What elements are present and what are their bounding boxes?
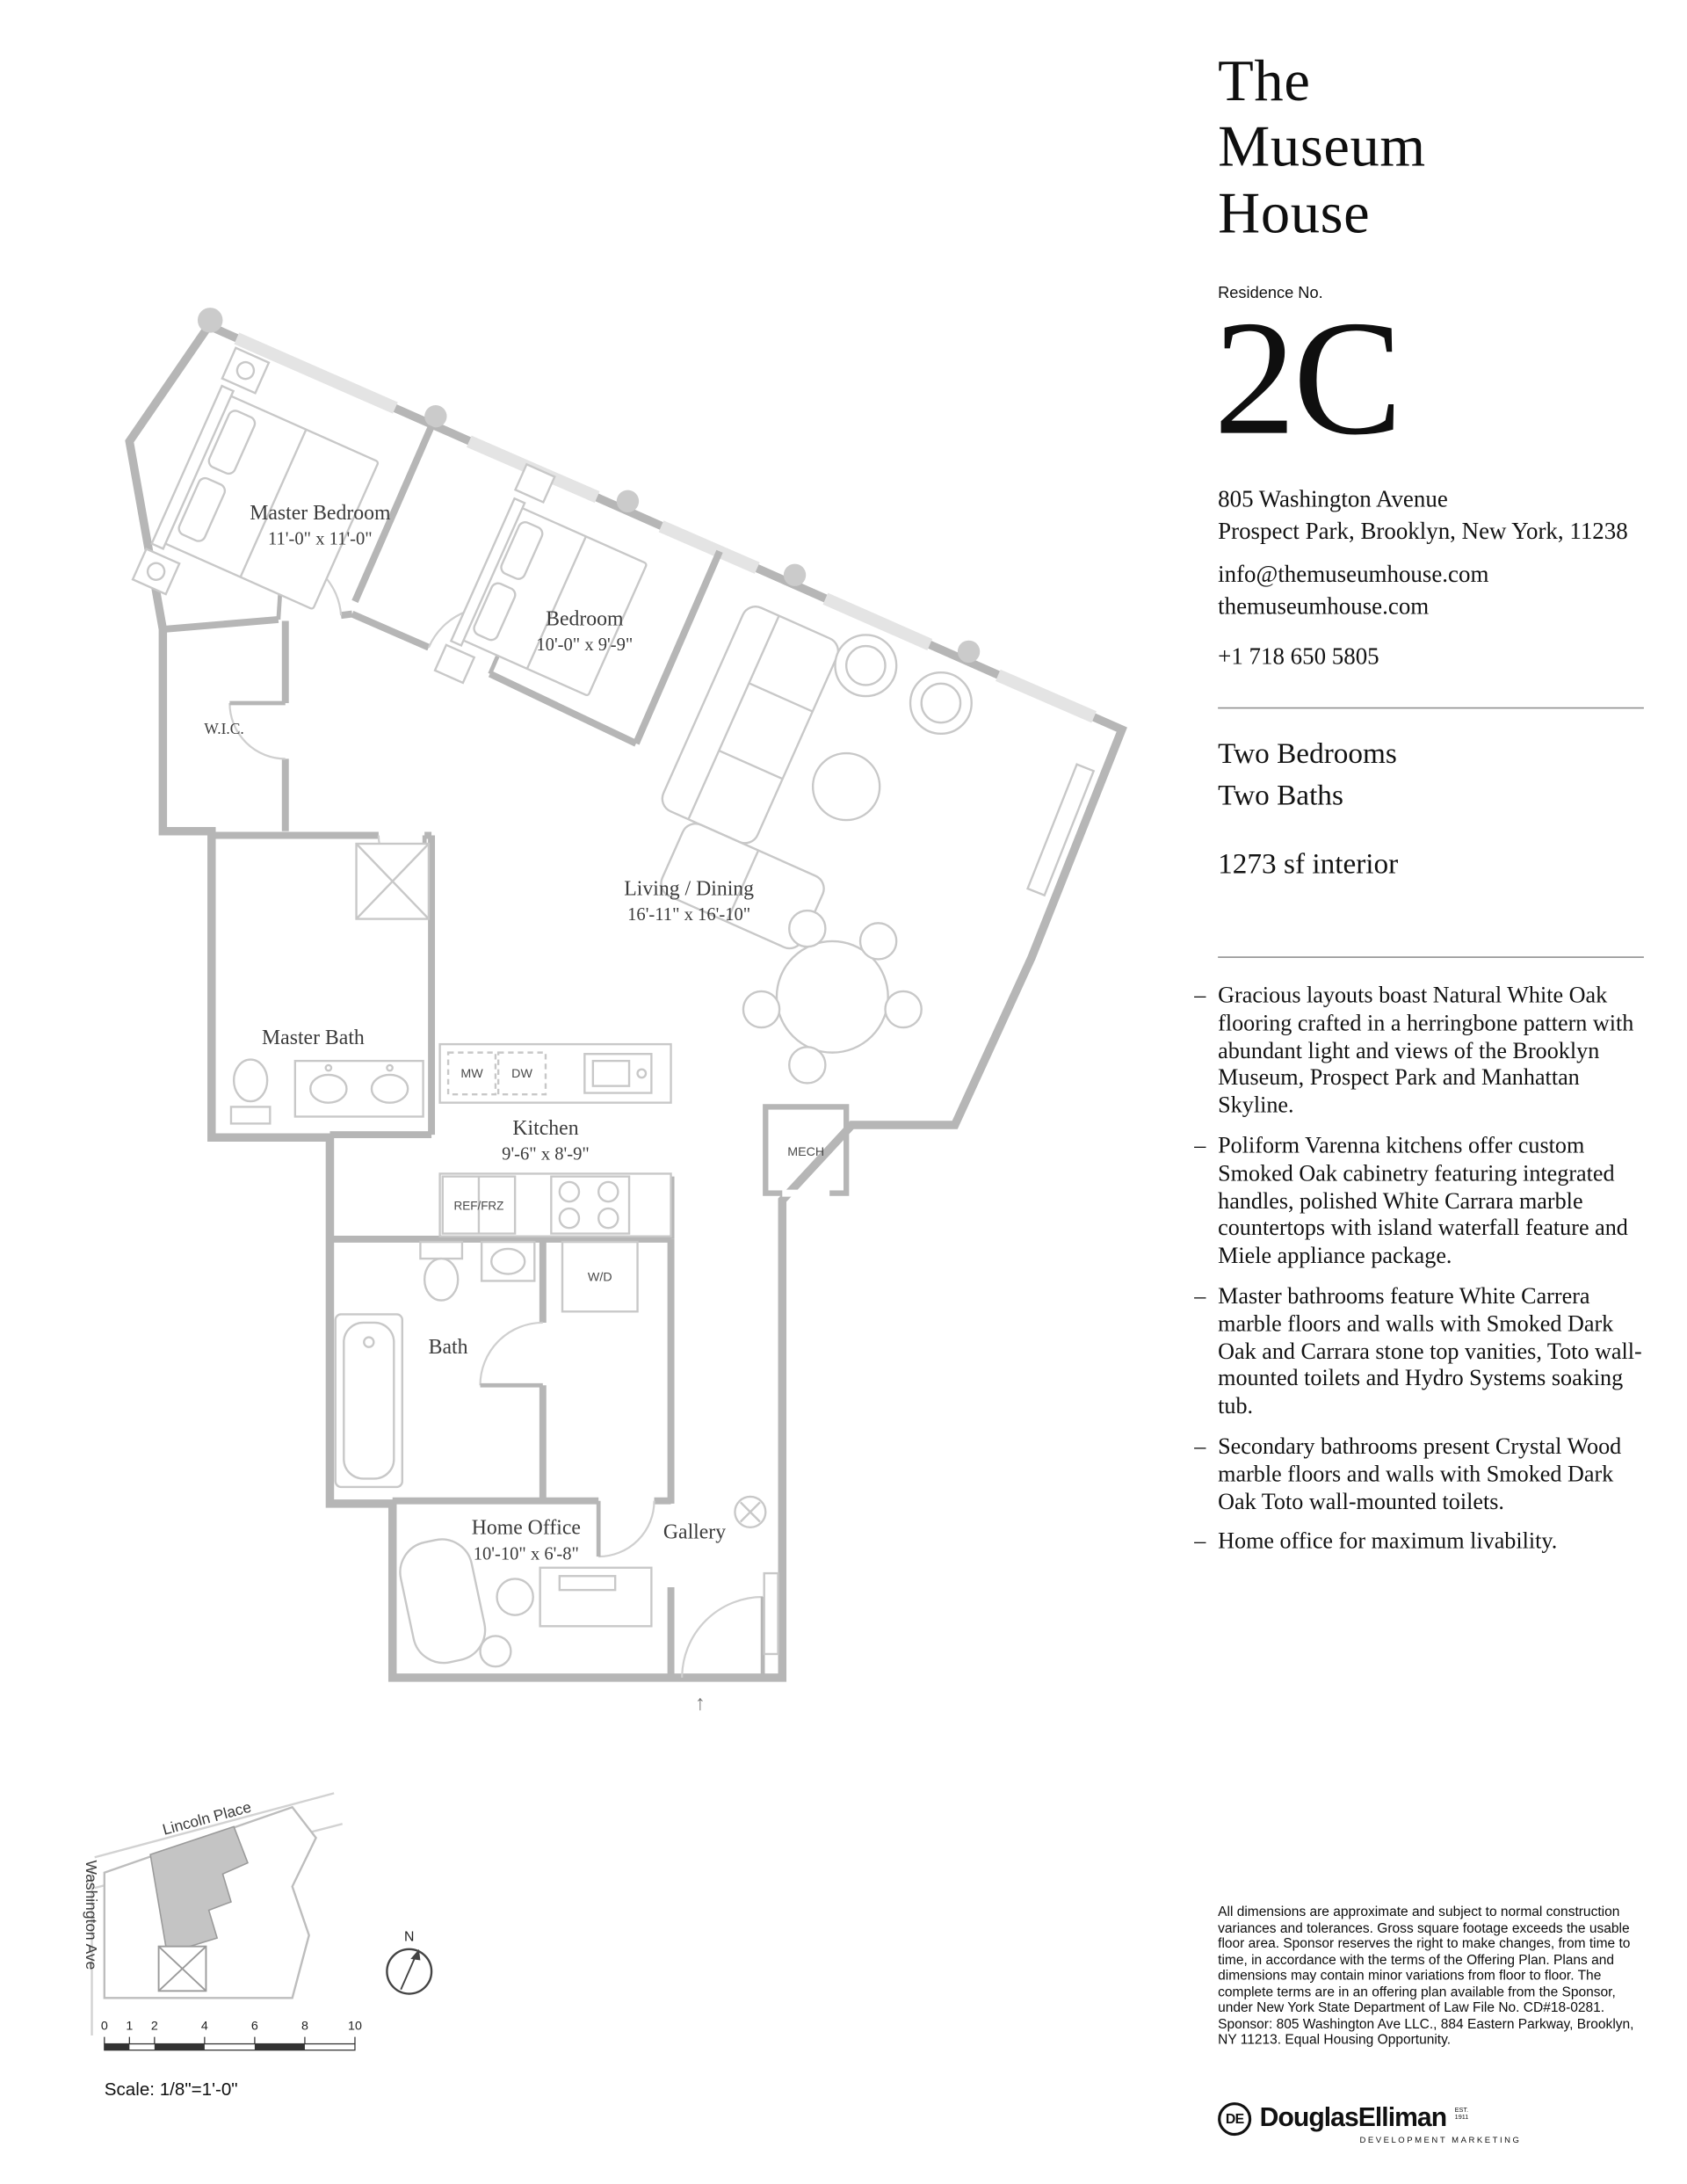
- divider-top: [1218, 707, 1644, 709]
- room-dims-home-office: 10'-10" x 6'-8": [474, 1544, 579, 1564]
- contact-phone: +1 718 650 5805: [1218, 642, 1379, 670]
- fixture-label-mech: MECH: [787, 1145, 824, 1159]
- room-dims-kitchen: 9'-6" x 8'-9": [502, 1145, 590, 1165]
- washer-dryer-box: [561, 1240, 639, 1313]
- feature-text: Home office for maximum livability.: [1218, 1527, 1558, 1555]
- contact-block: info@themuseumhouse.com themuseumhouse.c…: [1218, 560, 1488, 624]
- home-office-furniture: [399, 1538, 653, 1668]
- bath-fixtures: [334, 1240, 536, 1489]
- de-monogram-icon: DE: [1218, 2102, 1252, 2137]
- room-label-gallery: Gallery: [663, 1520, 726, 1543]
- sofa: [660, 606, 840, 950]
- fixture-label-mw: MW: [460, 1067, 483, 1081]
- master-bath-fixtures: [229, 842, 431, 1125]
- info-panel: The Museum House Residence No. 2C 805 Wa…: [1194, 0, 1644, 2183]
- scale-tick-6: 6: [251, 2020, 258, 2034]
- scale-tick-8: 8: [301, 2020, 308, 2034]
- feature-item: – Home office for maximum livability.: [1194, 1527, 1644, 1555]
- scale-label: Scale: 1/8"=1'-0": [105, 2079, 238, 2100]
- room-dims-master-bedroom: 11'-0" x 11'-0": [268, 529, 373, 548]
- bullet-dash: –: [1194, 1527, 1206, 1555]
- feature-text: Poliform Varenna kitchens offer custom S…: [1218, 1131, 1628, 1269]
- fixture-label-dw: DW: [511, 1067, 532, 1081]
- building-title-line3: House: [1218, 182, 1371, 247]
- bullet-dash: –: [1194, 1131, 1206, 1158]
- summary-area: 1273 sf interior: [1218, 846, 1399, 881]
- building-title: The Museum House: [1218, 50, 1426, 249]
- summary-baths: Two Baths: [1218, 778, 1343, 812]
- scale-tick-10: 10: [348, 2020, 362, 2034]
- site-map: Lincoln Place Washington Ave N: [83, 1792, 433, 2100]
- douglas-elliman-logo: DE DouglasElliman EST. 1911 DEVELOPMENT …: [1218, 2102, 1644, 2145]
- compass-n-label: N: [404, 1929, 414, 1944]
- bedroom-bed: [433, 462, 648, 697]
- fixture-label-wd: W/D: [588, 1270, 612, 1284]
- facade-columns: [197, 308, 981, 664]
- scale-tick-2: 2: [151, 2020, 158, 2034]
- contact-email: info@themuseumhouse.com: [1218, 561, 1489, 588]
- summary-block: Two Bedrooms Two Baths: [1218, 734, 1397, 816]
- feature-text: Master bathrooms feature White Carrera m…: [1218, 1281, 1642, 1419]
- residence-label: Residence No.: [1218, 285, 1323, 302]
- address-line2: Prospect Park, Brooklyn, New York, 11238: [1218, 518, 1628, 545]
- feature-item: – Gracious layouts boast Natural White O…: [1194, 981, 1644, 1120]
- contact-website: themuseumhouse.com: [1218, 592, 1430, 620]
- room-label-bedroom: Bedroom: [546, 607, 624, 630]
- feature-text: Secondary bathrooms present Crystal Wood…: [1218, 1433, 1622, 1514]
- room-label-master-bedroom: Master Bedroom: [250, 502, 391, 525]
- scale-tick-1: 1: [126, 2020, 133, 2034]
- room-label-kitchen: Kitchen: [512, 1117, 578, 1140]
- room-label-wic: W.I.C.: [204, 720, 243, 737]
- summary-bedrooms: Two Bedrooms: [1218, 736, 1397, 771]
- building-title-line2: Museum: [1218, 116, 1426, 181]
- entry-arrow: ↑: [695, 1691, 706, 1715]
- feature-item: – Poliform Varenna kitchens offer custom…: [1194, 1131, 1644, 1270]
- interior-walls: [163, 424, 850, 1678]
- bullet-dash: –: [1194, 1281, 1206, 1310]
- kitchen-counter: [438, 1172, 672, 1237]
- room-label-living-dining: Living / Dining: [624, 878, 754, 901]
- kitchen-island: [438, 1042, 672, 1104]
- room-dims-bedroom: 10'-0" x 9'-9": [536, 635, 633, 655]
- de-wordmark: DouglasElliman: [1259, 2103, 1447, 2133]
- scale-tick-0: 0: [101, 2020, 108, 2034]
- address-block: 805 Washington Avenue Prospect Park, Bro…: [1218, 484, 1628, 548]
- gallery-decor: [734, 1495, 779, 1656]
- de-subtitle: DEVELOPMENT MARKETING: [1359, 2137, 1522, 2146]
- bullet-dash: –: [1194, 1433, 1206, 1460]
- dining-table: [742, 909, 923, 1085]
- site-hatch-box: [157, 1945, 207, 1992]
- compass: N: [386, 1929, 433, 1995]
- feature-item: – Secondary bathrooms present Crystal Wo…: [1194, 1433, 1644, 1515]
- de-est-line2: 1911: [1454, 2114, 1469, 2122]
- street-label-washington-ave: Washington Ave: [83, 1860, 100, 1970]
- room-dims-living-dining: 16'-11" x 16'-10": [627, 905, 750, 925]
- feature-text: Gracious layouts boast Natural White Oak…: [1218, 981, 1634, 1119]
- divider-bottom: [1218, 956, 1644, 958]
- de-est-line1: EST.: [1454, 2106, 1469, 2114]
- feature-list: – Gracious layouts boast Natural White O…: [1194, 981, 1644, 1568]
- master-bed: [131, 346, 380, 610]
- lounge-chairs: [834, 634, 973, 736]
- room-label-home-office: Home Office: [472, 1517, 581, 1540]
- furniture: [131, 346, 1096, 1668]
- de-est-badge: EST. 1911: [1455, 2107, 1469, 2122]
- tv-console: [1026, 763, 1096, 897]
- legal-disclaimer: All dimensions are approximate and subje…: [1218, 1905, 1634, 2049]
- room-label-master-bath: Master Bath: [262, 1027, 365, 1049]
- building-title-line1: The: [1218, 50, 1311, 114]
- feature-item: – Master bathrooms feature White Carrera…: [1194, 1281, 1644, 1420]
- residence-number: 2C: [1213, 287, 1402, 469]
- room-label-bath: Bath: [429, 1336, 468, 1359]
- fixture-label-ref: REF/FRZ: [454, 1200, 504, 1213]
- scale-bar: 0 1 2 4 6 8 10 Scale: 1/8"=1'-0": [101, 2020, 362, 2100]
- scale-tick-4: 4: [201, 2020, 208, 2034]
- bullet-dash: –: [1194, 981, 1206, 1008]
- coffee-table: [811, 751, 881, 822]
- address-line1: 805 Washington Avenue: [1218, 485, 1448, 512]
